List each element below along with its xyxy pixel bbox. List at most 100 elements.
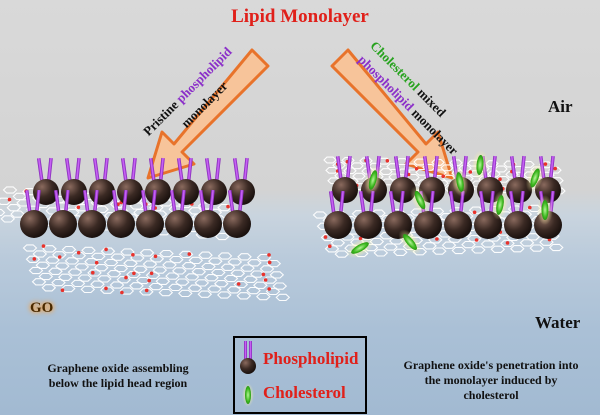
graphene-hexagon: [330, 239, 346, 247]
cholesterol: [471, 150, 489, 180]
graphene-hexagon: [58, 273, 73, 281]
oxygen-atom: [472, 210, 477, 215]
graphene-hexagon: [133, 265, 148, 273]
graphene-hexagon: [169, 255, 184, 264]
go-label: GO: [30, 300, 54, 316]
graphene-hexagon: [139, 249, 155, 257]
oxygen-atom: [104, 286, 108, 291]
graphene-hexagon: [487, 170, 501, 178]
oxygen-atom: [328, 244, 332, 248]
phospholipid: [444, 190, 472, 239]
cholesterol-molecule: [476, 155, 484, 175]
graphene-hexagon: [175, 278, 190, 286]
graphene-hexagon: [352, 172, 366, 180]
oxygen-atom: [32, 257, 37, 261]
graphene-hexagon: [91, 252, 106, 261]
phospholipid-tail: [180, 189, 186, 213]
oxygen-atom: [147, 278, 151, 283]
graphene-hexagon: [243, 275, 258, 283]
oxygen-atom: [60, 288, 65, 293]
phospholipid-tail: [111, 190, 119, 213]
phospholipid: [78, 189, 106, 238]
graphene-hexagon: [100, 286, 115, 294]
graphene-hexagon: [325, 166, 339, 174]
oxygen-atom: [76, 250, 81, 255]
graphene-hexagon: [404, 163, 418, 171]
phospholipid-head: [504, 211, 532, 239]
oxygen-atom: [226, 204, 230, 209]
graphene-hexagon: [237, 253, 252, 261]
graphene-hexagon: [451, 246, 467, 255]
graphene-hexagon: [323, 156, 337, 164]
graphene-hexagon: [191, 268, 207, 276]
cholesterol: [410, 185, 430, 215]
graphene-hexagon: [32, 250, 48, 258]
graphene-hexagon: [31, 278, 47, 286]
phospholipid-tail: [151, 189, 157, 213]
phospholipid-tail: [187, 157, 193, 181]
phospholipid: [332, 155, 358, 203]
graphene-hexagon: [64, 257, 80, 265]
oxygen-atom: [261, 272, 266, 277]
phospholipid-head: [165, 210, 193, 238]
graphene-hexagon: [217, 291, 232, 299]
phospholipid: [145, 157, 171, 205]
cholesterol: [491, 190, 509, 220]
graphene-hexagon: [168, 283, 183, 292]
diagram-title: Lipid Monolayer: [231, 6, 369, 27]
phospholipid-head: [61, 179, 87, 205]
oxygen-atom: [543, 162, 548, 166]
graphene-hexagon: [250, 270, 265, 278]
graphene-hexagon: [129, 282, 144, 290]
phospholipid-tail: [339, 190, 345, 214]
graphene-hexagon: [226, 286, 242, 294]
phospholipid-tail: [131, 157, 137, 181]
graphene-hexagon: [148, 282, 164, 291]
oxygen-atom: [474, 238, 479, 242]
graphene-hexagon: [142, 260, 158, 268]
phospholipid: [165, 189, 193, 238]
right-caption-line: the monolayer induced by: [424, 373, 558, 387]
phospholipid-head: [354, 211, 382, 239]
graphene-hexagon: [159, 249, 174, 258]
graphene-hexagon: [126, 270, 141, 279]
phospholipid-tail: [328, 191, 336, 214]
phospholipid-head: [223, 210, 251, 238]
graphene-hexagon: [230, 269, 246, 277]
phospholipid-tail: [148, 158, 156, 181]
graphene-hexagon: [81, 246, 96, 255]
oxygen-atom: [553, 166, 557, 171]
graphene-hexagon: [198, 251, 213, 259]
graphene-hexagon: [449, 159, 463, 167]
graphene-hexagon: [343, 167, 357, 175]
graphene-hexagon: [471, 246, 486, 254]
cholesterol: [525, 163, 545, 193]
graphene-hexagon: [123, 259, 138, 267]
phospholipid: [354, 190, 382, 239]
oxygen-atom: [91, 270, 95, 275]
left-arrow: [146, 48, 270, 180]
phospholipid-tail: [491, 155, 497, 179]
phospholipid-tail: [227, 190, 235, 213]
graphene-hexagon: [253, 281, 268, 289]
graphene-hexagon: [80, 285, 96, 294]
graphene-hexagon: [350, 162, 364, 170]
graphene-hexagon: [103, 258, 119, 267]
graphene-hexagon: [25, 255, 41, 263]
phospholipid-tail: [204, 158, 212, 181]
oxygen-atom: [149, 271, 154, 276]
graphene-hexagon: [525, 233, 541, 241]
oxygen-atom: [498, 177, 502, 181]
graphene-hexagon: [136, 276, 151, 285]
phospholipid-tail: [549, 155, 555, 179]
cholesterol: [364, 165, 382, 195]
graphene-hexagon: [90, 280, 105, 288]
phospholipid-tail: [508, 191, 516, 214]
graphene-hexagon: [334, 250, 350, 258]
phospholipid-tail: [509, 156, 517, 179]
graphene-hexagon: [74, 263, 90, 271]
oxygen-atom: [505, 241, 510, 245]
cholesterol-molecule: [351, 242, 369, 254]
graphene-hexagon: [468, 206, 484, 214]
graphene-hexagon: [500, 239, 515, 248]
